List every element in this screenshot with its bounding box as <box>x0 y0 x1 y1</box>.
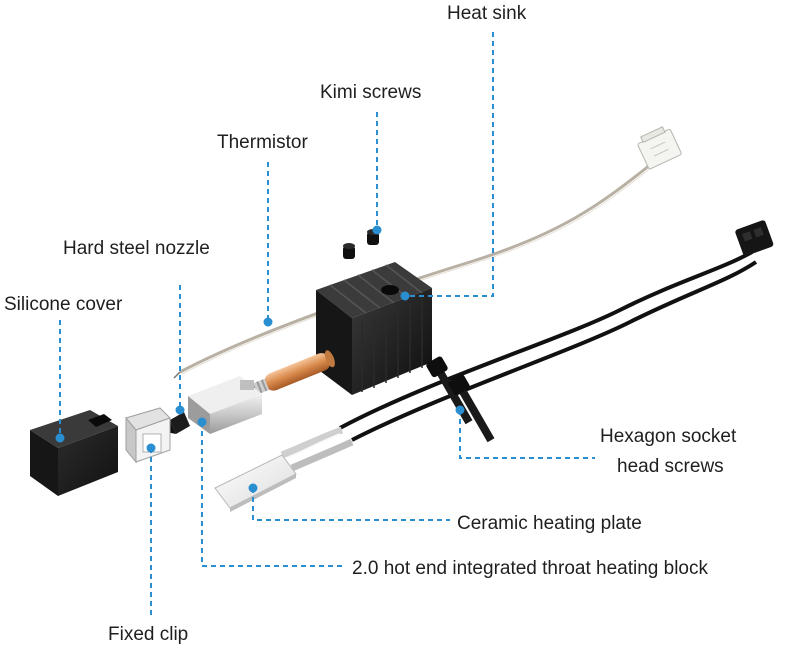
label-ceramic-heating-plate: Ceramic heating plate <box>457 513 642 534</box>
heat-sink <box>316 262 432 395</box>
kimi-screws <box>343 229 379 259</box>
label-silicone-cover: Silicone cover <box>4 294 123 315</box>
leader-lines <box>59 32 595 615</box>
leader-dots <box>55 225 465 493</box>
label-hard-steel-nozzle: Hard steel nozzle <box>63 238 210 259</box>
label-fixed-clip: Fixed clip <box>108 624 189 645</box>
silicone-cover <box>30 410 118 496</box>
leader-ceramic-plate <box>252 488 450 521</box>
label-hexagon-line2: head screws <box>617 456 724 477</box>
thermistor <box>173 163 653 379</box>
label-heating-block: 2.0 hot end integrated throat heating bl… <box>352 558 708 579</box>
label-heat-sink: Heat sink <box>447 3 527 24</box>
label-kimi-screws: Kimi screws <box>320 82 422 103</box>
leader-heat-sink <box>405 32 494 297</box>
leader-hexagon-screws <box>459 410 595 459</box>
leader-heating-block <box>201 422 345 567</box>
label-hexagon-line1: Hexagon socket <box>600 426 737 447</box>
fixed-clip <box>125 407 171 464</box>
ceramic-heating-plate <box>214 454 297 512</box>
heater-wires <box>280 250 758 472</box>
power-connector <box>735 220 774 256</box>
label-thermistor: Thermistor <box>217 132 308 153</box>
thermistor-connector <box>637 126 682 170</box>
